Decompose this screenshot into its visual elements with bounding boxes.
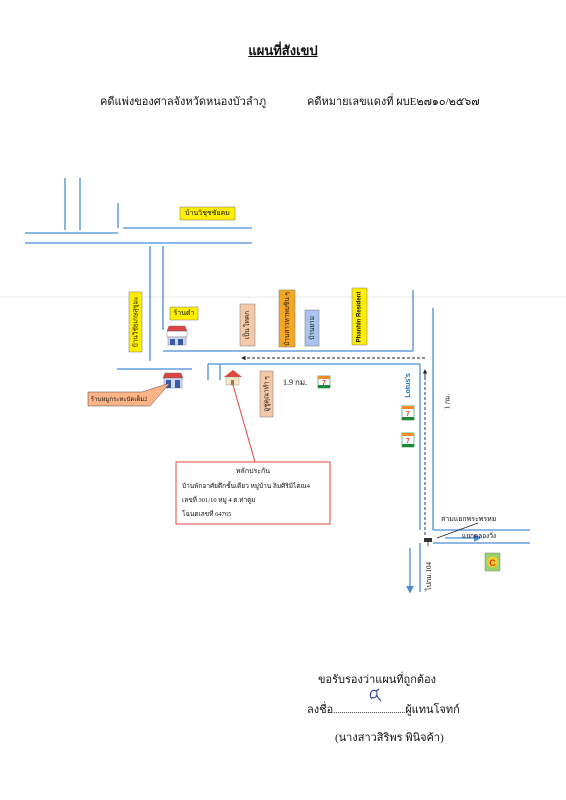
certify-text: ขอรับรองว่าแผนที่ถูกต้อง <box>318 674 437 686</box>
label-shop-callout: ร้านหมูกระทะบัดเต็ม2 <box>90 397 148 403</box>
label-temple: อูชู่คุณาทำ ๆ <box>263 376 271 412</box>
box-tenth <box>239 303 256 347</box>
box-temple <box>259 370 274 418</box>
handwritten-signature <box>369 688 382 702</box>
property-line-1: บ้านพักอาศัยตึกชั้นเดียว หมู่บ้าน ลิมศิร… <box>182 483 310 490</box>
box-ban-wichit <box>179 206 236 221</box>
label-ban-sao: บ้านสาวหาพบชิน ๆ <box>284 291 291 346</box>
signer-name: (นางสาวสิริพร พินิจค้า) <box>335 732 444 744</box>
property-heading: หลักประกัน <box>235 467 271 475</box>
seven-eleven-icon-2: 7 <box>401 405 415 421</box>
label-intersection: สามแยกพระพรหม <box>441 515 497 523</box>
shop-callout <box>87 382 171 407</box>
label-distance-1: 1 กม. <box>443 393 452 409</box>
signpost-icon <box>424 538 432 546</box>
signature-prefix: ลงชื่อ <box>307 704 334 716</box>
label-distance-1-9: 1.9 กม. <box>283 378 308 387</box>
label-ban-wichit: บ้านวิชุชชัยคม <box>185 209 230 217</box>
case-number: คดีหมายเลขแดงที่ ผบE๒๗๑๐/๒๕๖๗ <box>307 96 480 108</box>
page-title: แผนที่สังเขป <box>248 43 318 58</box>
signature-dots: .................................... <box>333 706 406 715</box>
label-to-bkk: แยกคลองวิ่ง <box>462 533 497 540</box>
label-ban-wichai: บ้านวิชัยเกษสุขุมะ <box>132 296 140 348</box>
label-ban-yuen: บ้านยาม <box>309 316 316 340</box>
pointer-intersection <box>436 522 479 539</box>
seven-eleven-icon: 7 <box>317 375 331 389</box>
box-shop-tam <box>169 306 199 321</box>
box-phanhin <box>351 287 368 346</box>
svg-text:7: 7 <box>406 411 410 418</box>
box-ban-wichai <box>128 291 143 353</box>
label-highway: ไปกม.104 <box>425 561 434 591</box>
label-phanhin: Phanhin Resident <box>356 291 363 342</box>
property-line-2: เลขที่ 301/10 หมู่ 4 ต.ท่าตูม <box>182 497 256 504</box>
seven-eleven-icon-3: 7 <box>401 432 415 448</box>
svg-text:7: 7 <box>406 438 410 445</box>
label-tenth: เป็น ไทคก <box>244 310 252 340</box>
svg-text:7: 7 <box>322 380 326 387</box>
box-ban-sao <box>278 289 296 348</box>
property-box-border <box>175 461 331 525</box>
roads <box>25 178 530 592</box>
makro-icon: C <box>484 552 501 572</box>
signature-line: ลงชื่อ..................................… <box>307 700 460 718</box>
box-ban-yuen <box>304 309 320 347</box>
court-name: คดีแพ่งของศาลจังหวัดหนองบัวลำภู <box>100 96 267 108</box>
svg-text:C: C <box>489 558 496 568</box>
signature-suffix: ผู้แทนโจทก์ <box>405 704 460 716</box>
property-line-3: โฉนดเลขที่ 64765 <box>182 511 232 518</box>
label-shop-tam: ร้านตำ <box>173 309 195 317</box>
house-icon <box>224 370 242 386</box>
pointer-property <box>232 384 256 463</box>
shop-icon <box>166 325 188 346</box>
route-dashed <box>241 355 426 536</box>
label-lotus: Lotus's <box>404 372 412 398</box>
